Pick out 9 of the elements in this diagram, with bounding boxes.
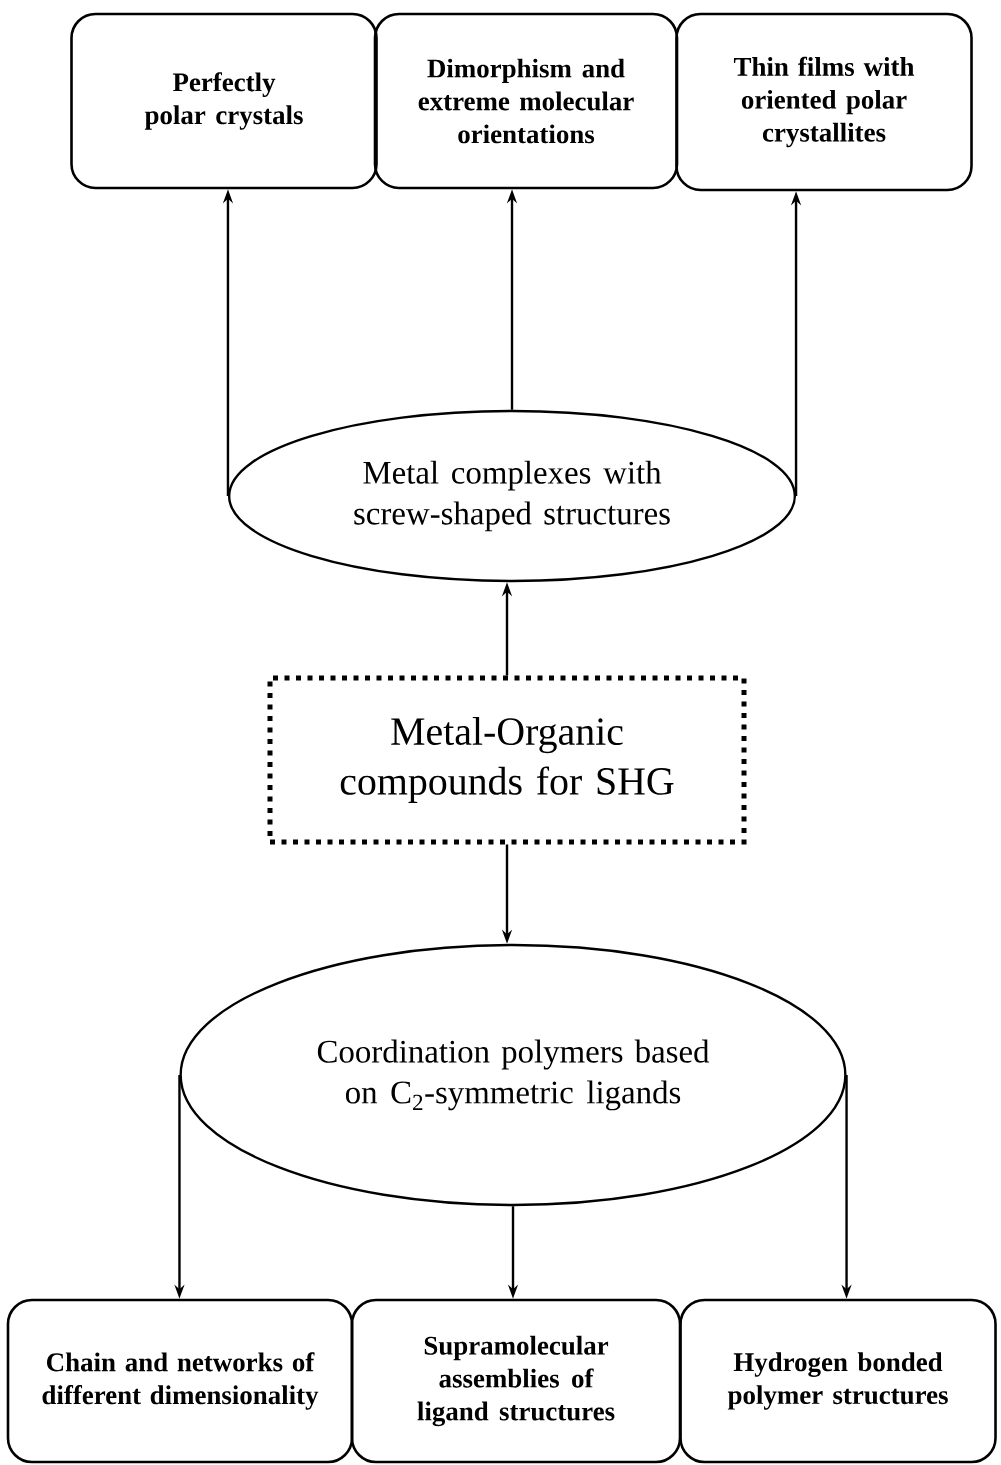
rounded-box: Perfectly polar crystals bbox=[70, 12, 378, 190]
rounded-box: Chain and networks of different dimensionality bbox=[6, 1298, 354, 1464]
ellipse-node: Coordination polymers based on C$_{2}$-symmetric ligands bbox=[179, 943, 847, 1207]
rounded-box: Hydrogen bonded polymer structures bbox=[679, 1298, 997, 1464]
rounded-box: Dimorphism and extreme molecular orientations bbox=[373, 12, 679, 190]
rounded-box: Supramolecular assemblies of ligand structures bbox=[350, 1298, 682, 1464]
dotted-box: Metal-Organic compounds for SHG bbox=[267, 675, 747, 845]
ellipse-node: Metal complexes with screw-shaped structures bbox=[227, 409, 797, 583]
rounded-box: Thin films with oriented polar crystallites bbox=[675, 12, 973, 192]
